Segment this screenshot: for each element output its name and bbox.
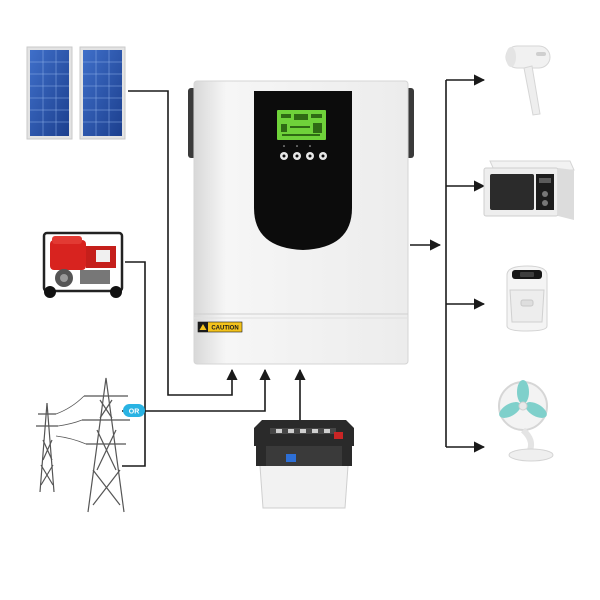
caution-sticker: CAUTION <box>198 322 242 332</box>
hair-dryer-icon <box>506 46 550 115</box>
or-badge: OR <box>123 404 145 417</box>
microwave-icon <box>484 161 574 220</box>
power-grid-tower-icon <box>36 378 130 512</box>
caution-label: CAUTION <box>211 326 238 332</box>
bus-to-inverter-line <box>145 370 265 411</box>
generator-icon <box>44 233 122 298</box>
or-label: OR <box>129 409 140 416</box>
inverter-unit: CAUTION <box>188 81 414 364</box>
battery-icon <box>254 420 354 508</box>
solar-panels-icon <box>27 47 125 139</box>
generator-to-bus-line <box>122 262 145 466</box>
desk-fan-icon <box>497 380 553 461</box>
air-fryer-icon <box>507 266 547 331</box>
